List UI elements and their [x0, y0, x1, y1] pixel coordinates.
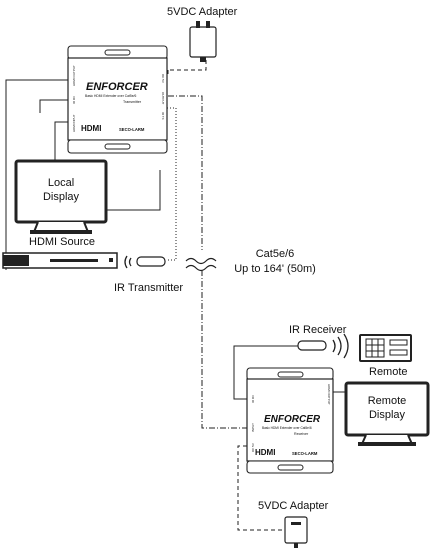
local-display-label-line1: Local [48, 177, 74, 189]
remote-label: Remote [369, 366, 408, 378]
receiver-port-left-1: IR RX [251, 395, 255, 403]
transmitter-port-right-3: IR TX [161, 112, 165, 120]
power-adapter-top-icon [189, 21, 217, 62]
power-adapter-bottom-icon [284, 516, 308, 548]
cable-label-line1: Cat5e/6 [256, 248, 295, 260]
ir-receiver-icon [297, 333, 349, 359]
transmitter-brand: ENFORCER [86, 81, 148, 93]
cat5-cable [168, 95, 247, 429]
ir-transmitter-label: IR Transmitter [114, 282, 183, 294]
transmitter-maker: SECO-LARM [119, 127, 145, 132]
remote-control-icon [359, 334, 412, 362]
ir-tx-line [167, 107, 177, 261]
local-display-icon [14, 159, 108, 234]
ir-emitter-icon [124, 255, 166, 269]
hdmi-source-label: HDMI Source [29, 236, 95, 248]
wiring [5, 60, 346, 531]
remote-display-label-line2: Display [369, 409, 406, 421]
transmitter-port-left-1: HDMI OUTPUT [72, 65, 76, 86]
hdmi-source-device [2, 252, 118, 269]
receiver-maker: SECO-LARM [292, 451, 318, 456]
transmitter-port-right-2: OUTPUT [161, 92, 165, 105]
transmitter-hdmi-logo: HDMI [81, 124, 101, 133]
receiver-subtitle: Basic HDMI Extender over Cat5e/6 [262, 426, 312, 430]
ir-rx-line-transmitter [39, 99, 68, 113]
transmitter-port-left-3: HDMI INPUT [72, 114, 76, 132]
remote-display-icon [344, 381, 430, 446]
transmitter-unit: ENFORCER Basic HDMI Extender over Cat5e/… [67, 45, 168, 154]
ir-rx-line-receiver [233, 345, 298, 400]
local-display-label-line2: Display [43, 191, 80, 203]
transmitter-subtitle: Basic HDMI Extender over Cat5e/6 [85, 94, 136, 98]
power-cable-transmitter [167, 60, 207, 74]
transmitter-port-right-1: DC 5V [161, 74, 165, 83]
remote-display-label-line1: Remote [368, 395, 407, 407]
cable-label-line2: Up to 164' (50m) [234, 263, 316, 275]
transmitter-port-left-2: IR RX [72, 96, 76, 104]
receiver-brand: ENFORCER [264, 414, 321, 425]
receiver-unit: ENFORCER Basic HDMI Extender over Cat5e/… [246, 367, 334, 474]
hdmi-cable-local-display [5, 79, 68, 270]
power-cable-receiver [237, 445, 285, 531]
cable-break-symbol [185, 257, 217, 272]
receiver-hdmi-logo: HDMI [255, 448, 275, 457]
receiver-port-left-2: INPUT [251, 423, 255, 432]
receiver-port-right-1: HDMI OUTPUT [327, 384, 331, 405]
transmitter-role: Transmitter [123, 100, 142, 104]
top-adapter-label: 5VDC Adapter [167, 6, 238, 18]
receiver-port-left-3: DC 5V [251, 443, 255, 452]
receiver-role: Receiver [294, 432, 309, 436]
ir-receiver-label: IR Receiver [289, 324, 347, 336]
bottom-adapter-label: 5VDC Adapter [258, 500, 329, 512]
